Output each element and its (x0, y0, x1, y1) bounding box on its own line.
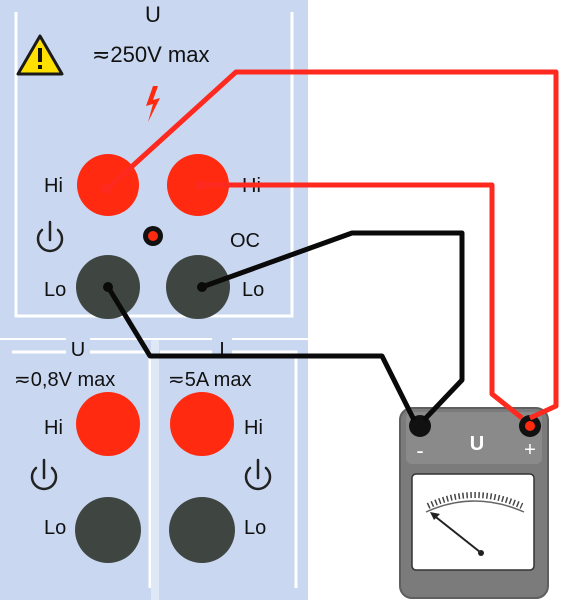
red-wire-top-hi-right (200, 182, 524, 420)
red-wire-top-hi-left (104, 69, 559, 421)
top-lo-right-label: Lo (242, 279, 264, 301)
bottom-left-title-bg (66, 336, 90, 358)
bottom-left-hi-label: Hi (44, 417, 63, 439)
power-icon (244, 458, 272, 491)
bottom-left-title: U (71, 339, 85, 361)
bottom-right-frame (160, 350, 298, 588)
black-plug-end-right (197, 282, 207, 292)
top-title-bg (140, 2, 166, 26)
meter-scale-arc (425, 500, 525, 513)
top-panel-title: U (145, 2, 161, 27)
black-wire-top-lo-left (105, 285, 417, 422)
bottom-right-rating: ≂5A max (168, 369, 251, 391)
red-plug-end-left (101, 184, 111, 194)
black-plug-end-left (103, 282, 113, 292)
top-panel-frame (14, 12, 294, 318)
panel-divider (151, 340, 159, 600)
top-lo-left-label: Lo (44, 279, 66, 301)
bottom-right-lo-label: Lo (244, 517, 266, 539)
meter-plus-terminal-core (525, 421, 535, 431)
bottom-right-title-bg (212, 336, 232, 358)
warning-triangle-icon (16, 34, 64, 76)
top-hi-left-label: Hi (44, 175, 63, 197)
bottom-right-hi-socket (170, 392, 234, 456)
red-plug-end-right (195, 180, 205, 190)
meter-plus-label: + (524, 439, 536, 461)
bottom-left-rating: ≂0,8V max (14, 369, 115, 391)
top-panel-rating: ≂250V max (92, 42, 210, 67)
meter-needle-tip (430, 512, 440, 520)
voltmeter (399, 407, 549, 599)
bottom-left-hi-socket (76, 392, 140, 456)
meter-needle-pivot (478, 550, 484, 556)
power-icon (36, 220, 64, 253)
power-icon (30, 458, 58, 491)
bottom-left-lo-socket (75, 497, 141, 563)
meter-minus-label: - (416, 438, 423, 463)
indicator-led-core (148, 231, 158, 241)
meter-title: U (470, 433, 484, 455)
meter-needle (431, 513, 481, 553)
lightning-icon (146, 86, 160, 122)
meter-dial (411, 473, 535, 571)
bottom-right-lo-socket (169, 497, 235, 563)
bottom-right-title: I (219, 339, 225, 361)
meter-scale (426, 492, 524, 509)
bottom-right-hi-label: Hi (244, 417, 263, 439)
black-wire-top-lo-right (201, 230, 465, 422)
bottom-left-lo-label: Lo (44, 517, 66, 539)
oc-label: OC (230, 230, 260, 252)
